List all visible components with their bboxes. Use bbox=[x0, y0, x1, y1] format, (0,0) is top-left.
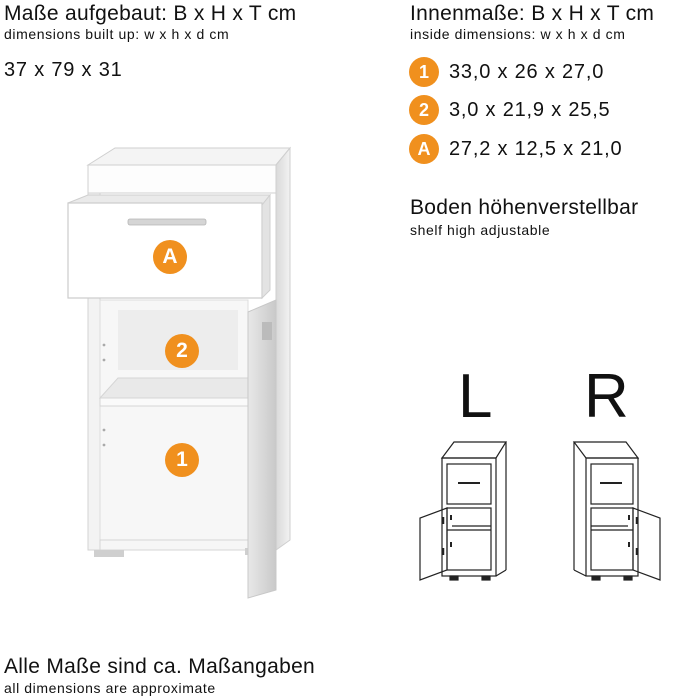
upper-compartment-badge: 2 bbox=[165, 334, 199, 368]
inside-dimension-row-a: A 27,2 x 12,5 x 21,0 bbox=[409, 134, 622, 164]
inside-dimension-row-2: 2 3,0 x 21,9 x 25,5 bbox=[409, 95, 610, 125]
left-variant-drawing bbox=[419, 441, 508, 581]
right-hinge-label: R bbox=[584, 362, 629, 431]
inside-dimensions-title-en: inside dimensions: w x h x d cm bbox=[410, 26, 626, 42]
drawer-label-badge: A bbox=[153, 240, 187, 274]
lower-compartment-badge: 1 bbox=[165, 443, 199, 477]
left-hinge-label: L bbox=[458, 362, 493, 431]
compartment-2-badge: 2 bbox=[409, 95, 439, 125]
shelf-title-en: shelf high adjustable bbox=[410, 222, 551, 238]
drawer-a-dimensions: 27,2 x 12,5 x 21,0 bbox=[449, 137, 623, 160]
footer-note-de: Alle Maße sind ca. Maßangaben bbox=[4, 655, 316, 678]
footer-note-en: all dimensions are approximate bbox=[4, 680, 216, 696]
outer-dimensions-value: 37 x 79 x 31 bbox=[4, 59, 123, 81]
compartment-1-dimensions: 33,0 x 26 x 27,0 bbox=[449, 60, 605, 83]
inside-dimension-row-1: 1 33,0 x 26 x 27,0 bbox=[409, 57, 604, 87]
right-variant-drawing bbox=[572, 441, 661, 581]
shelf-title-de: Boden höhenverstellbar bbox=[410, 196, 639, 219]
dimensions-title-en: dimensions built up: w x h x d cm bbox=[4, 26, 230, 42]
cabinet-photo bbox=[67, 146, 292, 599]
inside-dimensions-title-de: Innenmaße: B x H x T cm bbox=[410, 2, 655, 25]
drawer-a-badge: A bbox=[409, 134, 439, 164]
compartment-1-badge: 1 bbox=[409, 57, 439, 87]
compartment-2-dimensions: 3,0 x 21,9 x 25,5 bbox=[449, 98, 611, 121]
dimensions-title-de: Maße aufgebaut: B x H x T cm bbox=[4, 2, 297, 25]
